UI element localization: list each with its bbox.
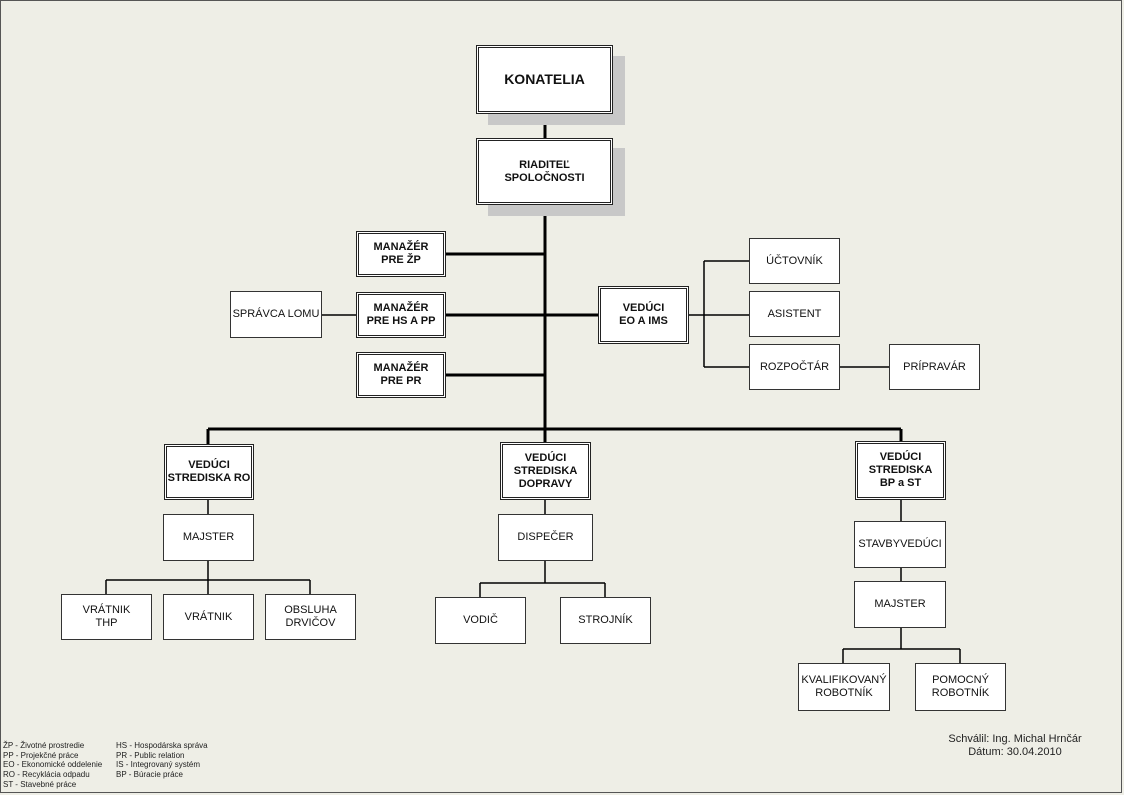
- veduci-strediska-bp-st-box[interactable]: VEDÚCI STREDISKA BP a ST: [855, 441, 946, 500]
- majster-ro-box[interactable]: MAJSTER: [163, 514, 254, 561]
- stavbyveduci-box[interactable]: STAVBYVEDÚCI: [854, 521, 946, 568]
- uctovnik-box[interactable]: ÚČTOVNÍK: [749, 238, 840, 284]
- approved-by: Schválil: Ing. Michal Hrnčár: [948, 733, 1082, 745]
- legend-item: HS - Hospodárska správa: [116, 741, 208, 750]
- dispecer-box[interactable]: DISPEČER: [498, 514, 593, 561]
- asistent-box[interactable]: ASISTENT: [749, 291, 840, 337]
- legend-item: ŽP - Životné prostredie: [3, 741, 85, 750]
- obsluha-drvicov-box[interactable]: OBSLUHA DRVIČOV: [265, 594, 356, 640]
- legend-item: PP - Projekčné práce: [3, 750, 79, 760]
- legend-item: BP - Búracie práce: [116, 770, 183, 780]
- manazer-pre-zp-box[interactable]: MANAŽÉR PRE ŽP: [356, 231, 446, 277]
- approval-date: Dátum: 30.04.2010: [968, 746, 1062, 758]
- manazer-pre-pr-box[interactable]: MANAŽÉR PRE PR: [356, 352, 446, 398]
- rozpoctar-box[interactable]: ROZPOČTÁR: [749, 344, 840, 390]
- vratnik-thp-box[interactable]: VRÁTNIK THP: [61, 594, 152, 640]
- pomocny-robotnik-box[interactable]: POMOCNÝ ROBOTNÍK: [915, 663, 1006, 711]
- spravca-lomu-box[interactable]: SPRÁVCA LOMU: [230, 291, 322, 338]
- legend-item: EO - Ekonomické oddelenie: [3, 760, 103, 770]
- veduci-strediska-dopravy-box[interactable]: VEDÚCI STREDISKA DOPRAVY: [500, 442, 591, 500]
- legend-left: ŽP - Životné prostredie PP - Projekčné p…: [3, 741, 102, 790]
- pripravar-box[interactable]: PRÍPRAVÁR: [889, 344, 980, 390]
- kvalifikovany-robotnik-box[interactable]: KVALIFIKOVANÝ ROBOTNÍK: [798, 663, 890, 711]
- legend-item: RO - Recyklácia odpadu: [3, 770, 90, 780]
- approval-block: Schválil: Ing. Michal Hrnčár Dátum: 30.0…: [940, 733, 1090, 759]
- legend-item: ST - Stavebné práce: [3, 779, 77, 789]
- majster-st-box[interactable]: MAJSTER: [854, 581, 946, 628]
- veduci-strediska-ro-box[interactable]: VEDÚCI STREDISKA RO: [164, 444, 254, 500]
- manazer-pre-hs-pp-box[interactable]: MANAŽÉR PRE HS A PP: [356, 292, 446, 338]
- legend-right: HS - Hospodárska správa PR - Public rela…: [116, 741, 208, 780]
- riaditel-spolocnosti-box[interactable]: RIADITEĽ SPOLOČNOSTI: [476, 138, 613, 205]
- legend-item: IS - Integrovaný systém: [116, 760, 201, 770]
- strojnik-box[interactable]: STROJNÍK: [560, 597, 651, 644]
- veduci-eo-ims-box[interactable]: VEDÚCI EO A IMS: [598, 286, 689, 344]
- vodic-box[interactable]: VODIČ: [435, 597, 526, 644]
- vratnik-box[interactable]: VRÁTNIK: [163, 594, 254, 640]
- konatelia-box[interactable]: KONATELIA: [476, 45, 613, 114]
- legend-item: PR - Public relation: [116, 750, 185, 760]
